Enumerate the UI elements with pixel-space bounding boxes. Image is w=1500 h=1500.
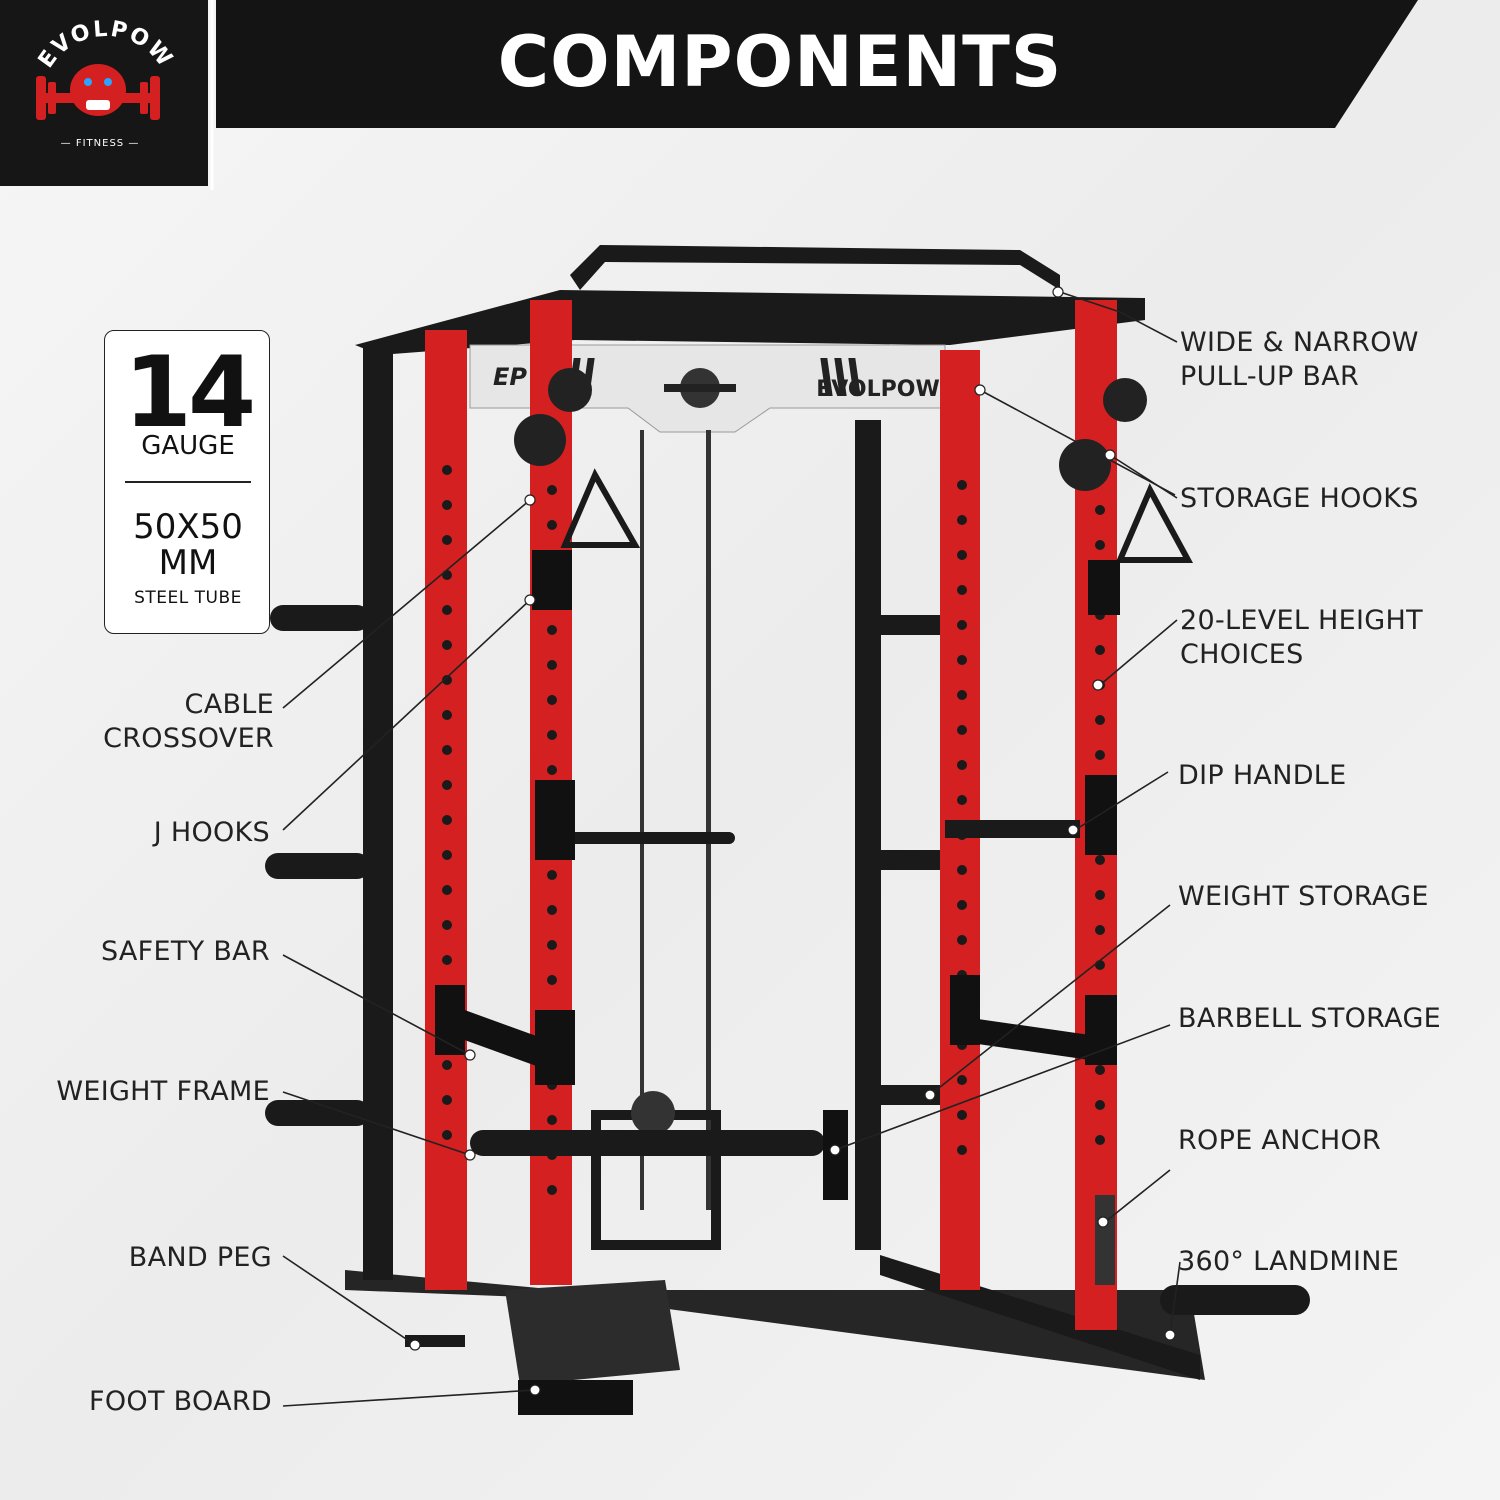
upright-hole [957,1075,967,1085]
label-pull-up-bar: WIDE & NARROW PULL-UP BAR [1180,327,1419,392]
upright-hole [957,655,967,665]
upright-hole [957,620,967,630]
label-weight-storage: WEIGHT STORAGE [1178,881,1429,912]
label-rope-anchor: ROPE ANCHOR [1178,1125,1382,1156]
page-title: COMPONENTS [497,21,1063,103]
label-barbell-storage: BARBELL STORAGE [1178,1003,1442,1034]
upright-hole [442,1060,452,1070]
spec-divider [125,481,251,483]
upright-hole [547,660,557,670]
upright-hole [547,1185,557,1195]
upright-hole [1095,715,1105,725]
header-banner [0,0,1418,190]
upright-hole [547,1115,557,1125]
upright-hole [547,905,557,915]
upright-hole [547,870,557,880]
upright-hole [442,885,452,895]
upright-hole [442,570,452,580]
upright-hole [442,745,452,755]
upright-hole [442,1130,452,1140]
upright-hole [957,480,967,490]
label-storage-hooks: STORAGE HOOKS [1180,483,1419,514]
upright-hole [1095,750,1105,760]
logo-wordmark: EVOLPOW [34,20,176,73]
gauge-number: 14 [123,336,256,450]
upright-hole [547,730,557,740]
upright-hole [957,900,967,910]
upright-hole [442,640,452,650]
upright-hole [957,1145,967,1155]
upright-hole [957,935,967,945]
upright-hole [442,920,452,930]
tube-type: STEEL TUBE [134,588,242,608]
label-cable-crossover: CABLE CROSSOVER [103,689,274,754]
upright-hole [957,515,967,525]
label-j-hooks: J HOOKS [153,817,270,848]
upright-hole [957,865,967,875]
upright-hole [957,760,967,770]
upright-hole [957,690,967,700]
upright-hole [1095,645,1105,655]
upright-hole [442,815,452,825]
upright-hole [442,710,452,720]
upright-hole [442,675,452,685]
upright-hole [547,975,557,985]
label-safety-bar: SAFETY BAR [100,936,270,967]
gauge-unit: GAUGE [141,431,235,461]
upright-hole [442,1095,452,1105]
upright-hole [1095,855,1105,865]
upright-hole [442,605,452,615]
upright-hole [547,765,557,775]
upright-hole [1095,505,1105,515]
upright-hole [957,585,967,595]
plate-initials: EP [493,363,527,391]
upright-hole [442,850,452,860]
label-height-choices: 20-LEVEL HEIGHT CHOICES [1180,605,1423,670]
upright-hole [442,465,452,475]
logo-emblem [36,64,160,120]
upright-hole [1095,960,1105,970]
upright-hole [1095,540,1105,550]
upright-hole [957,725,967,735]
upright-hole [442,500,452,510]
upright-hole [1095,925,1105,935]
upright-hole [1095,1065,1105,1075]
upright-hole [547,520,557,530]
upright-hole [1095,1135,1105,1145]
label-band-peg: BAND PEG [128,1242,272,1273]
upright-hole [442,955,452,965]
upright-hole [1095,1100,1105,1110]
spec-box: 14 GAUGE 50X50 MM STEEL TUBE [104,330,270,634]
upright-hole [957,550,967,560]
label-foot-board: FOOT BOARD [89,1386,272,1417]
upright-hole [442,780,452,790]
logo-tagline: — FITNESS — [60,138,140,149]
upright-hole [547,485,557,495]
upright-hole [957,1110,967,1120]
upright-hole [547,940,557,950]
plate-brand: EVOLPOW [816,377,939,402]
upright-hole [442,535,452,545]
upright-hole [547,695,557,705]
tube-size: 50X50 MM [133,507,243,583]
label-weight-frame: WEIGHT FRAME [56,1076,270,1107]
upright-hole [547,625,557,635]
label-dip-handle: DIP HANDLE [1178,760,1347,791]
upright-hole [957,795,967,805]
label-landmine: 360° LANDMINE [1178,1246,1400,1277]
upright-hole [1095,890,1105,900]
